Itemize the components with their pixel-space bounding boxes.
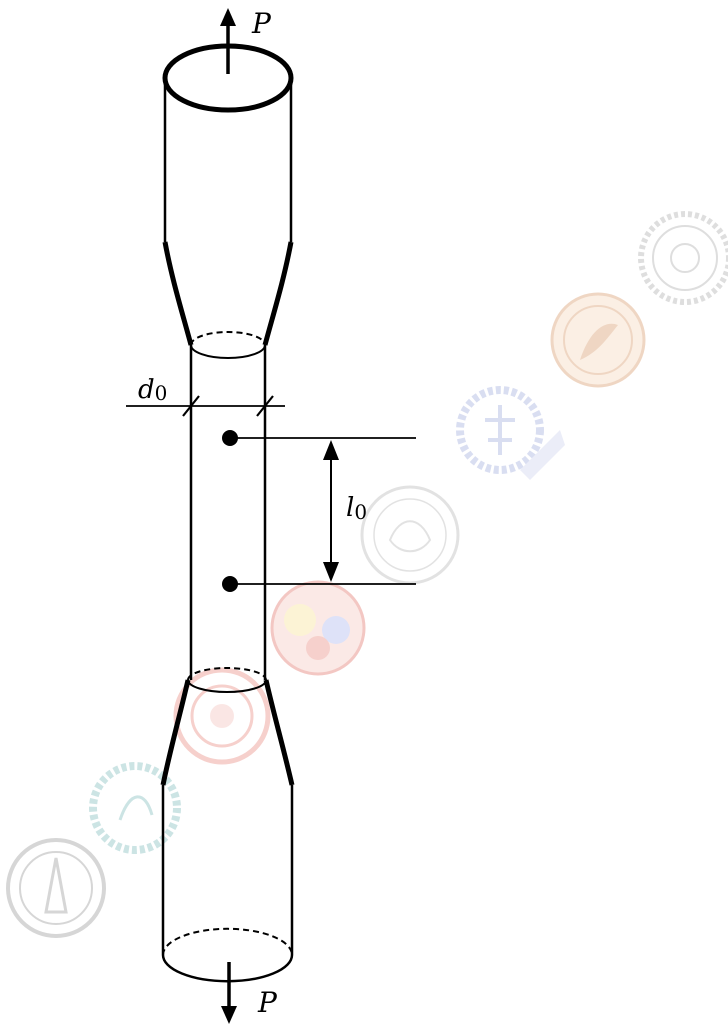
bottom-shoulder-left (160, 679, 191, 786)
diameter-subscript: 0 (155, 381, 168, 405)
iit-seal-lotus (360, 485, 460, 585)
gauge-marks (222, 430, 416, 592)
load-arrow-top (220, 8, 236, 74)
iit-seal-yin-yang (270, 580, 366, 676)
iit-seal-flame (550, 292, 646, 388)
bottom-shoulder-right (263, 679, 295, 786)
gauge-length-label: l0 (346, 493, 367, 524)
bottom-end-face-back (162, 927, 293, 956)
diameter-tick-right (256, 395, 274, 417)
watermark-layer (6, 211, 728, 938)
bottom-neck-section-front (187, 679, 267, 693)
top-shoulder-left (162, 241, 194, 346)
gauge-length-dimension-arrow (323, 440, 339, 582)
iit-seal-red-wheel (173, 667, 271, 765)
specimen (160, 43, 295, 983)
load-label-bottom: P (257, 986, 278, 1019)
bottom-neck-section-back (187, 667, 267, 681)
top-shoulder-right (262, 241, 294, 346)
top-neck-section-back (190, 331, 266, 346)
load-arrow-bottom (221, 962, 237, 1024)
diameter-symbol: d (138, 375, 155, 405)
gauge-length-symbol: l (346, 493, 354, 523)
iit-seal-gear-tree (456, 386, 565, 480)
diameter-tick-left (182, 395, 200, 417)
iit-seal-gear-top-right (638, 211, 728, 305)
diameter-label: d0 (138, 375, 167, 405)
load-label-top: P (251, 7, 272, 40)
gauge-length-subscript: 0 (354, 500, 367, 524)
diameter-dimension (126, 395, 285, 417)
iit-seal-gear-teal (89, 762, 181, 854)
top-neck-section-front (190, 344, 266, 359)
iit-seal-tower-bottom-left (6, 838, 106, 938)
